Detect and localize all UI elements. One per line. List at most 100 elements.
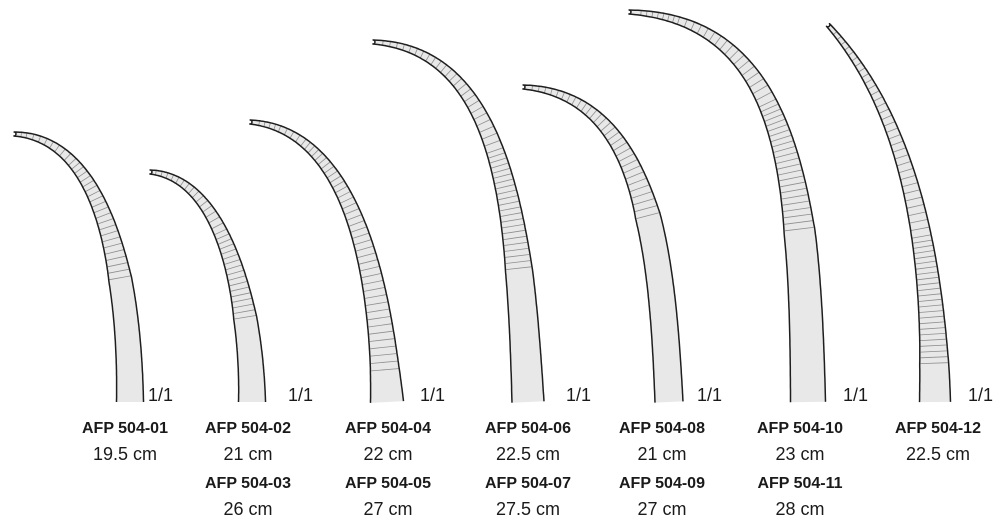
serration-line	[837, 36, 842, 40]
serration-line	[460, 88, 471, 97]
serration-line	[555, 90, 559, 97]
serration-line	[576, 99, 582, 109]
serration-line	[335, 185, 348, 193]
serration-line	[486, 147, 503, 154]
serration-line	[783, 213, 812, 219]
serration-line	[43, 138, 48, 145]
serration-line	[493, 173, 512, 179]
serration-line	[77, 170, 88, 178]
jaw-serrations	[258, 120, 399, 372]
serration-line	[503, 235, 527, 240]
jaw-outline	[149, 169, 267, 402]
serration-line	[337, 191, 351, 199]
serration-line	[268, 122, 271, 129]
jaw-outline	[628, 9, 827, 403]
serration-line	[449, 73, 457, 82]
serration-line	[714, 36, 722, 46]
serration-line	[330, 175, 341, 183]
serration-line	[54, 145, 60, 152]
serration-line	[776, 157, 799, 164]
serration-line	[59, 149, 66, 157]
serration-line	[893, 147, 906, 153]
serration-line	[784, 227, 814, 232]
instrument-length: 28 cm	[775, 499, 825, 519]
jaw-outline	[825, 22, 952, 403]
serration-line	[613, 142, 627, 151]
serration-line	[492, 168, 510, 174]
serration-line	[96, 212, 111, 219]
serration-line	[912, 234, 931, 239]
serration-line	[833, 31, 838, 35]
serration-line	[778, 169, 802, 176]
serration-line	[683, 19, 688, 28]
serration-line	[414, 48, 418, 56]
serration-line	[628, 178, 647, 186]
jaw-outline	[372, 39, 545, 403]
serration-line	[640, 10, 642, 16]
serration-line	[440, 64, 447, 73]
instrument-length: 19.5 cm	[92, 444, 158, 464]
serration-line	[667, 14, 670, 21]
serration-line	[340, 196, 354, 204]
serration-line	[783, 207, 810, 212]
serration-line	[918, 293, 941, 297]
serration-line	[497, 189, 516, 195]
serration-line	[719, 40, 728, 50]
serration-line	[216, 233, 229, 240]
serration-line	[64, 153, 71, 161]
serration-line	[102, 236, 120, 243]
product-code: AFP 504-07	[485, 475, 571, 492]
serration-line	[179, 180, 185, 187]
serration-line	[876, 102, 886, 108]
serration-line	[498, 195, 518, 201]
serration-line	[738, 60, 750, 70]
serration-line	[165, 172, 169, 179]
serration-line	[229, 281, 247, 287]
serration-line	[482, 132, 497, 140]
serration-line	[382, 40, 384, 46]
serration-line	[494, 178, 513, 184]
serration-line	[774, 151, 797, 159]
jaw-body	[13, 132, 144, 402]
serration-line	[365, 294, 386, 299]
serration-line	[917, 276, 939, 281]
serration-line	[425, 54, 431, 62]
serration-line	[633, 198, 655, 206]
serration-line	[224, 259, 240, 265]
serration-line	[435, 60, 442, 69]
serration-line	[477, 119, 491, 127]
serration-line	[430, 57, 436, 65]
serration-line	[354, 239, 372, 246]
serration-line	[763, 108, 781, 117]
serration-line	[677, 17, 680, 25]
serration-line	[505, 254, 530, 258]
serration-line	[195, 195, 204, 203]
jaw-serrations	[155, 170, 256, 320]
serration-line	[501, 218, 523, 223]
product-code: AFP 504-05	[345, 475, 431, 492]
serration-line	[369, 330, 393, 335]
serration-line	[672, 15, 675, 23]
serration-line	[919, 315, 944, 319]
serration-line	[636, 212, 660, 219]
serration-line	[498, 200, 519, 206]
instrument-length: 22 cm	[363, 444, 413, 464]
serration-line	[621, 159, 638, 168]
serration-line	[623, 165, 641, 174]
serration-line	[355, 245, 374, 252]
serration-line	[97, 218, 114, 225]
serration-line	[205, 210, 216, 218]
scale-label: 1/1	[148, 385, 174, 405]
serration-line	[506, 266, 532, 270]
instrument-length: 27 cm	[363, 499, 413, 519]
scale-label: 1/1	[843, 385, 869, 405]
serration-line	[571, 97, 577, 105]
serration-line	[873, 96, 883, 102]
serration-line	[920, 350, 947, 353]
serration-line	[905, 196, 922, 202]
serration-line	[94, 206, 109, 213]
serration-line	[761, 103, 779, 112]
serration-line	[724, 44, 734, 55]
serration-line	[550, 88, 553, 95]
serration-line	[920, 356, 948, 359]
